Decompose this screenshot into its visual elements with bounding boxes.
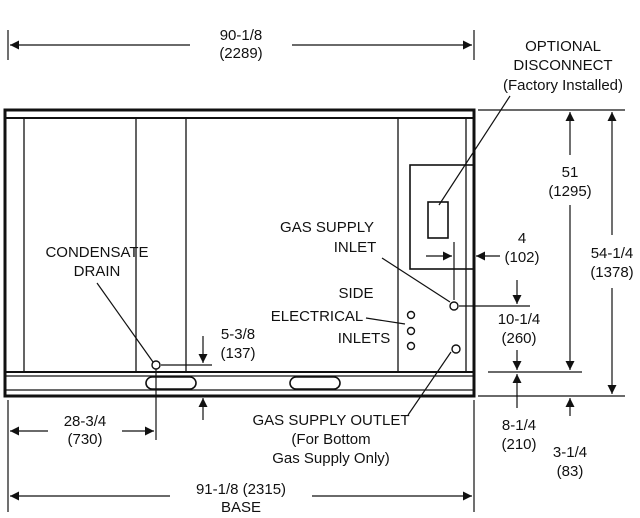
dim-4-secondary: (102) [504,249,539,266]
condensate-drain-line2: DRAIN [74,263,121,280]
dim-5-primary: 5-3/8 [221,326,255,343]
gas-supply-inlet-line1: GAS SUPPLY [280,219,374,236]
optional-disconnect-line1: OPTIONAL [525,38,601,55]
condensate-drain-line1: CONDENSATE [45,244,148,261]
optional-disconnect-line2: DISCONNECT [513,57,612,74]
condensate-drain-leader [96,282,154,363]
dim-51-primary: 51 [562,164,579,181]
gas-supply-inlet-leader [381,257,451,303]
base-dimension-primary: 91-1/8 (2315) [196,481,286,498]
disconnect-panel [409,164,475,270]
right-extension-lines [478,109,625,397]
side-electrical-line3: INLETS [338,330,391,347]
connection-points [151,301,461,370]
dim-54-secondary: (1378) [590,264,633,281]
side-electrical-line2: ELECTRICAL [271,308,364,325]
dim-4-primary: 4 [518,230,526,247]
unit-base-rail [5,371,474,391]
gas-supply-inlet-line2: INLET [334,239,377,256]
gas-supply-outlet-port [451,344,461,354]
base-dimension-secondary: BASE [221,499,261,516]
electrical-inlet-3 [406,341,416,351]
electrical-inlet-2 [406,326,416,336]
dim-3-secondary: (83) [557,463,584,480]
top-dimension-primary: 90-1/8 [220,27,263,44]
gas-supply-outlet-leader [407,351,452,416]
dim-51-secondary: (1295) [548,183,591,200]
optional-disconnect-line3: (Factory Installed) [503,77,623,94]
dim-54-primary: 54-1/4 [591,245,634,262]
dim-10-lines [459,280,530,370]
gas-supply-outlet-line3: Gas Supply Only) [272,450,390,467]
base-dimension-lines [10,400,475,512]
dim-3-primary: 3-1/4 [553,444,587,461]
side-electrical-leader [365,317,406,325]
top-dimension-secondary: (2289) [219,45,262,62]
side-electrical-line1: SIDE [338,285,373,302]
dim-5-secondary: (137) [220,345,255,362]
gas-supply-outlet-line1: GAS SUPPLY OUTLET [253,412,410,429]
disconnect-box [427,201,449,239]
dim-28-primary: 28-3/4 [64,413,107,430]
dim-10-secondary: (260) [501,330,536,347]
gas-supply-outlet-line2: (For Bottom [291,431,370,448]
optional-disconnect-leader [438,95,511,206]
dim-28-lines [7,369,157,512]
gas-supply-inlet-port [449,301,459,311]
dim-8-secondary: (210) [501,436,536,453]
dim-28-secondary: (730) [67,431,102,448]
dim-5-lines [161,336,212,420]
condensate-drain-port [151,360,161,370]
electrical-inlet-1 [406,310,416,320]
forklift-slot-left [145,376,197,390]
top-dimension [7,30,475,60]
dim-4-lines [426,242,500,300]
forklift-slot-right [289,376,341,390]
dim-10-primary: 10-1/4 [498,311,541,328]
dim-8-primary: 8-1/4 [502,417,536,434]
